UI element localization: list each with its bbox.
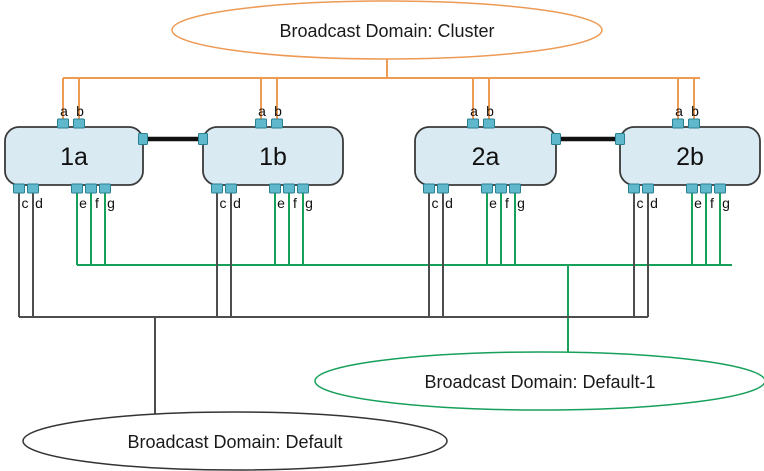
port-label-2b-g: g (722, 195, 730, 211)
port-2a-e[interactable] (481, 183, 493, 194)
node-label-1b: 1b (259, 143, 287, 171)
port-label-1b-g: g (305, 195, 313, 211)
port-1a-b[interactable] (73, 118, 85, 129)
port-1b-a[interactable] (255, 118, 267, 129)
port-label-1a-d: d (35, 195, 43, 211)
port-1a-g[interactable] (99, 183, 111, 194)
port-1b-b[interactable] (271, 118, 283, 129)
port-label-2a-a: a (470, 103, 478, 119)
port-label-1b-c: c (220, 195, 227, 211)
domain-label-cluster: Broadcast Domain: Cluster (279, 21, 494, 41)
port-label-1a-c: c (22, 195, 29, 211)
port-layer (13, 118, 726, 194)
port-label-1b-e: e (277, 195, 285, 211)
port-drop-layer (18, 78, 721, 317)
port-label-1b-a: a (258, 103, 266, 119)
node-label-2a: 2a (472, 143, 500, 171)
port-label-1a-g: g (107, 195, 115, 211)
port-2b-c[interactable] (628, 183, 640, 194)
bus-layer (19, 55, 732, 415)
port-label-2a-f: f (505, 195, 509, 211)
port-2b-g[interactable] (714, 183, 726, 194)
port-2a-b[interactable] (483, 118, 495, 129)
domain-label-default: Broadcast Domain: Default (127, 432, 342, 452)
port-label-2a-c: c (432, 195, 439, 211)
port-2b-d[interactable] (642, 183, 654, 194)
port-label-1b-f: f (293, 195, 297, 211)
port-2a-d[interactable] (437, 183, 449, 194)
port-2a-a[interactable] (467, 118, 479, 129)
port-label-1b-b: b (274, 103, 282, 119)
port-label-2b-a: a (675, 103, 683, 119)
port-1b-g[interactable] (297, 183, 309, 194)
port-2b-e[interactable] (686, 183, 698, 194)
port-label-2b-c: c (637, 195, 644, 211)
port-1b-interconnect[interactable] (198, 133, 208, 145)
domain-label-default-1: Broadcast Domain: Default-1 (424, 372, 655, 392)
domain-ellipse-default[interactable] (22, 411, 448, 471)
port-2b-a[interactable] (672, 118, 684, 129)
port-label-2b-b: b (691, 103, 699, 119)
port-2b-interconnect[interactable] (615, 133, 625, 145)
node-label-2b: 2b (676, 143, 704, 171)
port-2a-g[interactable] (509, 183, 521, 194)
port-label-1b-d: d (233, 195, 241, 211)
port-1a-e[interactable] (71, 183, 83, 194)
port-2a-c[interactable] (423, 183, 435, 194)
port-label-2a-d: d (445, 195, 453, 211)
port-1a-d[interactable] (27, 183, 39, 194)
port-1b-f[interactable] (283, 183, 295, 194)
port-1a-f[interactable] (85, 183, 97, 194)
node-label-1a: 1a (60, 143, 88, 171)
port-1b-d[interactable] (225, 183, 237, 194)
port-2b-b[interactable] (688, 118, 700, 129)
port-2b-f[interactable] (700, 183, 712, 194)
port-1b-e[interactable] (269, 183, 281, 194)
node-layer: 1a 1b 2a 2b (4, 126, 761, 186)
domain-ellipse-cluster[interactable] (171, 0, 603, 60)
port-2a-f[interactable] (495, 183, 507, 194)
port-label-2b-f: f (710, 195, 714, 211)
port-2a-interconnect[interactable] (551, 133, 561, 145)
port-label-1a-f: f (95, 195, 99, 211)
port-label-1a-b: b (76, 103, 84, 119)
port-1a-interconnect[interactable] (138, 133, 148, 145)
port-label-1a-a: a (60, 103, 68, 119)
port-label-1a-e: e (79, 195, 87, 211)
port-label-2a-b: b (486, 103, 494, 119)
port-1b-c[interactable] (211, 183, 223, 194)
port-1a-c[interactable] (13, 183, 25, 194)
port-label-2b-d: d (650, 195, 658, 211)
domain-ellipse-default-1[interactable] (314, 351, 764, 411)
port-label-2a-e: e (489, 195, 497, 211)
port-label-2a-g: g (517, 195, 525, 211)
port-1a-a[interactable] (57, 118, 69, 129)
port-label-2b-e: e (694, 195, 702, 211)
